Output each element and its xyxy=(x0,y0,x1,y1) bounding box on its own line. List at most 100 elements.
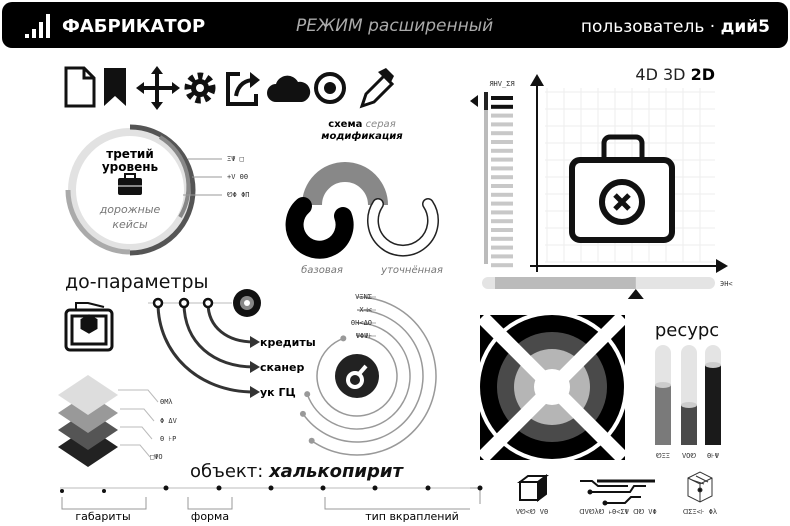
group-label: форма xyxy=(191,510,229,523)
user-info[interactable]: пользователь · дий5 xyxy=(581,17,770,37)
scheme-title: схема серая xyxy=(328,119,395,130)
list-item[interactable] xyxy=(491,254,513,259)
list-item[interactable] xyxy=(491,113,513,118)
list-item[interactable] xyxy=(491,166,513,171)
list-item[interactable] xyxy=(491,228,513,232)
list-item[interactable] xyxy=(491,184,513,188)
icon-label: VᏬ<Ꮼ VΘ xyxy=(516,508,548,516)
object-panel: объект: халькопирит габариты форма тип в… xyxy=(60,461,470,523)
scheme-left-label: базовая xyxy=(301,264,343,276)
list-item[interactable] xyxy=(491,148,513,153)
timeline-slider[interactable] xyxy=(482,277,715,299)
briefcase-icon xyxy=(118,173,142,195)
orbit-arc xyxy=(302,309,424,443)
target-icon[interactable] xyxy=(314,72,346,104)
list-item[interactable] xyxy=(491,192,513,197)
resource-label: ᏬΞΞ xyxy=(656,452,670,460)
list-scrollbar[interactable] xyxy=(484,92,488,264)
resource-label: Θ⊦Ψ xyxy=(707,452,719,460)
list-item[interactable] xyxy=(491,201,513,206)
slider-thumb[interactable] xyxy=(627,289,644,299)
param-output[interactable]: сканер xyxy=(260,361,304,374)
cloud-icon[interactable] xyxy=(267,75,311,102)
group-label: габариты xyxy=(75,510,130,523)
view-mode-switch[interactable]: 4D 3D 2D xyxy=(635,65,715,84)
header-bar: ФАБРИКАТОР РЕЖИМ расширенный пользовател… xyxy=(2,2,788,48)
param-output[interactable]: кредиты xyxy=(260,336,316,349)
eyedropper-icon[interactable] xyxy=(359,68,395,109)
list-item[interactable] xyxy=(491,175,513,180)
app-title: ФАБРИКАТОР xyxy=(62,16,205,37)
level-subtitle: дорожные xyxy=(99,203,161,216)
orbit-label: Х⊣< xyxy=(359,306,372,314)
resource-label: VΟᏬ xyxy=(682,452,696,460)
bottom-icons: VᏬ<Ꮼ VΘ ꓷVᏬλᏬ ⊦Θ<ΣΨ ꓷᏬ VΦ ꓷΣΞ<⊦ Φλ xyxy=(470,471,717,516)
move-icon[interactable] xyxy=(136,66,180,110)
viewer-panel: 4D 3D 2D ЯНV_ΣЯ ЭН< xyxy=(470,65,733,299)
medical-bag-icon[interactable] xyxy=(569,134,675,243)
param-output[interactable]: ук ГЦ xyxy=(260,386,296,399)
list-pointer xyxy=(470,95,478,107)
bookmark-icon[interactable] xyxy=(104,68,126,106)
gear-icon[interactable] xyxy=(184,72,216,104)
y-label: ЯНV_ΣЯ xyxy=(489,80,514,88)
toolbar xyxy=(64,66,395,110)
list-item[interactable] xyxy=(491,245,513,250)
param-node[interactable] xyxy=(152,297,164,309)
orbit-label: VΞΝΣ xyxy=(355,293,372,301)
target-graphic[interactable] xyxy=(476,311,628,463)
resource-fill xyxy=(681,405,697,445)
level-label: +V ΘΘ xyxy=(227,173,248,181)
layer-list xyxy=(491,96,513,268)
list-item[interactable] xyxy=(491,140,513,144)
orbit-node[interactable] xyxy=(304,391,311,398)
icon-label: ꓷΣΞ<⊦ Φλ xyxy=(683,508,717,516)
resource-panel: ресурс ᏬΞΞ VΟᏬ Θ⊦Ψ xyxy=(655,320,721,460)
group-label: тип вкраплений xyxy=(365,510,459,523)
resource-fill xyxy=(705,365,721,445)
level-label: ᏬΦ ΦΠ xyxy=(227,191,250,199)
layer-tile[interactable] xyxy=(58,375,118,415)
icon-label: ꓷVᏬλᏬ ⊦Θ<ΣΨ ꓷᏬ VΦ xyxy=(579,508,657,516)
mode-indicator[interactable]: РЕЖИМ расширенный xyxy=(296,16,493,36)
resource-title: ресурс xyxy=(655,320,719,341)
param-node[interactable] xyxy=(178,297,190,309)
orbit-node[interactable] xyxy=(308,437,315,444)
pan-icon[interactable] xyxy=(335,354,379,398)
list-item[interactable] xyxy=(491,219,513,224)
list-item[interactable] xyxy=(491,122,513,127)
list-item[interactable] xyxy=(491,96,513,100)
list-item[interactable] xyxy=(491,104,513,109)
layer-label: Θ ⊦Ρ xyxy=(160,435,176,443)
list-item[interactable] xyxy=(491,131,513,136)
black-arc[interactable] xyxy=(285,197,354,259)
signal-bars-icon xyxy=(25,14,50,38)
list-item[interactable] xyxy=(491,263,513,268)
circuit-icon[interactable] xyxy=(580,479,655,506)
disc-icon[interactable] xyxy=(233,289,261,317)
cube-icon[interactable] xyxy=(517,474,549,502)
level-panel: третий уровень дорожные кейсы ΞΨ □ +V ΘΘ… xyxy=(65,124,250,256)
list-item[interactable] xyxy=(491,236,513,241)
layers-stack: ΘΜλ Φ ΔV Θ ⊦Ρ □ΨΟ xyxy=(58,375,178,467)
list-item[interactable] xyxy=(491,210,513,215)
orbit-panel: VΞΝΣ Х⊣< ΘΗ<ΔΟ ΨΦΨ⊦ xyxy=(299,293,437,456)
orbit-arc xyxy=(316,335,398,417)
orbit-node[interactable] xyxy=(340,335,347,342)
share-icon[interactable] xyxy=(226,72,260,106)
scheme-panel: схема серая модификация базовая уточнённ… xyxy=(285,119,443,276)
orbit-node[interactable] xyxy=(299,410,306,417)
layer-label: Φ ΔV xyxy=(160,417,178,425)
level-title: третий xyxy=(106,147,153,161)
y-axis-arrow xyxy=(530,74,544,86)
level-label: ΞΨ □ xyxy=(227,155,244,163)
hologram-cube-icon[interactable] xyxy=(687,471,713,503)
scheme-right-label: уточнённая xyxy=(380,265,443,276)
list-item[interactable] xyxy=(491,157,513,162)
file-icon[interactable] xyxy=(64,66,96,108)
orbit-label: ΨΦΨ⊦ xyxy=(356,332,373,340)
gray-arc xyxy=(302,162,388,206)
params-panel: до-параметры кредиты сканер ук ГЦ xyxy=(64,271,316,399)
param-node[interactable] xyxy=(202,297,214,309)
